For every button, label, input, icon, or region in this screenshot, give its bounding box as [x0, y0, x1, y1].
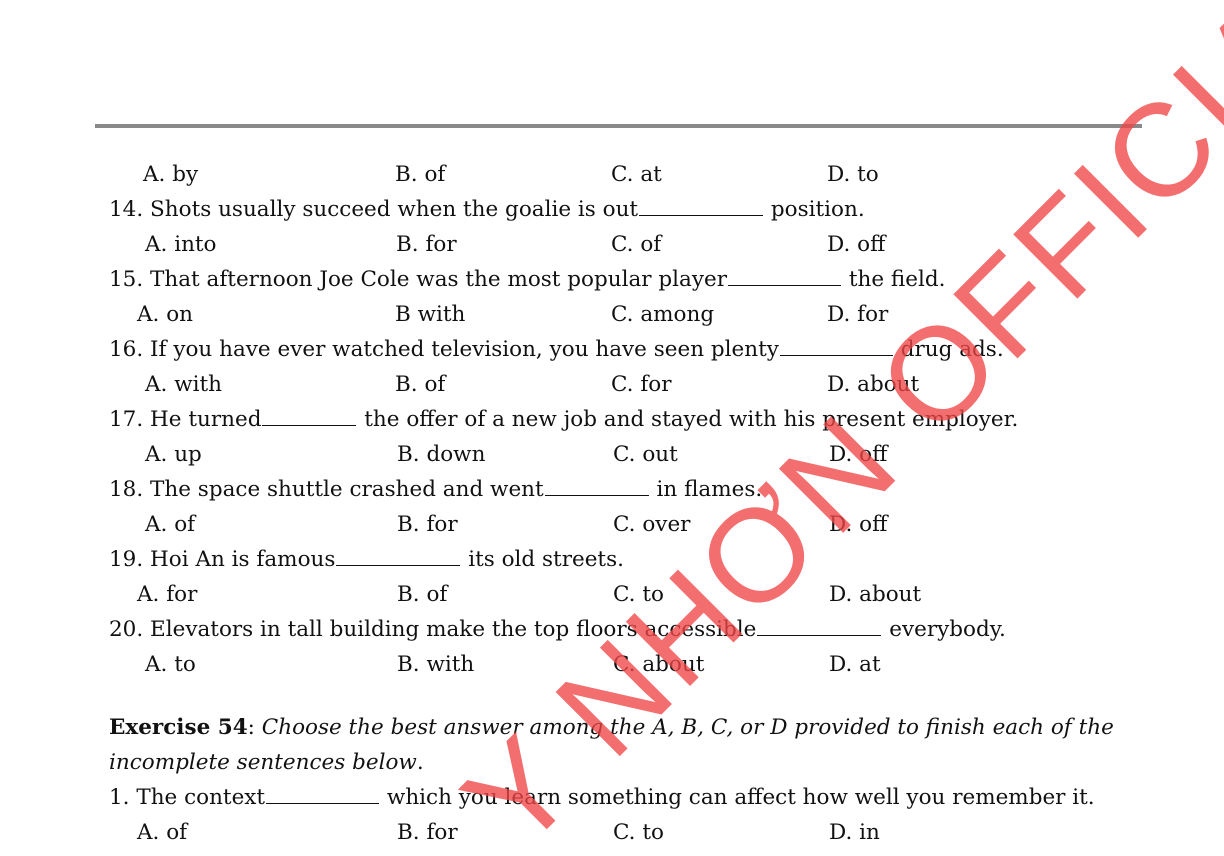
question-text-before-blank: He turned [150, 407, 262, 432]
answer-blank [336, 546, 461, 566]
question-text-before-blank: The context [136, 785, 266, 810]
option-c: C. over [613, 512, 691, 537]
option-d: D. for [827, 302, 889, 327]
answer-blank [639, 196, 764, 216]
option-d: D. off [827, 232, 886, 257]
answer-blank [266, 784, 380, 804]
option-c: C. of [611, 232, 662, 257]
question-text-before-blank: Elevators in tall building make the top … [150, 617, 757, 642]
question-text-after-blank: everybody. [882, 617, 1006, 642]
question-number: 20. [109, 617, 144, 642]
option-c: C. at [611, 162, 662, 187]
option-b: B. of [395, 372, 446, 397]
exercise-heading-line-2: incomplete sentences below. [109, 745, 424, 780]
exercise-instruction-end: . [416, 750, 424, 775]
exercise-instruction: Choose the best answer among the A, B, C… [261, 715, 1114, 740]
question-text-before-blank: That afternoon Joe Cole was the most pop… [150, 267, 728, 292]
option-a: A. up [145, 442, 202, 467]
question-text-after-blank: position. [764, 197, 865, 222]
option-a: A. of [145, 512, 196, 537]
option-d: D. in [829, 820, 880, 845]
question-number: 14. [109, 197, 144, 222]
question-text-before-blank: If you have ever watched television, you… [150, 337, 779, 362]
header-divider [95, 124, 1142, 128]
option-c: C. out [613, 442, 678, 467]
option-a: A. to [145, 652, 196, 677]
option-b: B. of [397, 582, 448, 607]
answer-blank [779, 336, 893, 356]
exercise-instruction-continued: incomplete sentences below [109, 750, 417, 775]
question-15: 15. That afternoon Joe Cole was the most… [109, 262, 945, 297]
option-c: C. to [613, 582, 664, 607]
exercise-heading-line-1: Exercise 54: Choose the best answer amon… [109, 710, 1114, 745]
option-a: A. into [145, 232, 217, 257]
option-d: D. about [829, 582, 922, 607]
option-d: D. off [829, 442, 888, 467]
question-text-after-blank: in flames. [649, 477, 763, 502]
question-14: 14. Shots usually succeed when the goali… [109, 192, 865, 227]
question-text-after-blank: its old streets. [461, 547, 624, 572]
question-text-before-blank: Hoi An is famous [150, 547, 336, 572]
question-16: 16. If you have ever watched television,… [109, 332, 1004, 367]
exercise-question-1: 1. The context which you learn something… [109, 780, 1095, 815]
question-18: 18. The space shuttle crashed and went i… [109, 472, 762, 507]
exercise-title: Exercise 54 [109, 715, 248, 740]
question-text-before-blank: Shots usually succeed when the goalie is… [150, 197, 639, 222]
option-a: A. on [137, 302, 193, 327]
option-b: B. down [397, 442, 486, 467]
option-c: C. to [613, 820, 664, 845]
question-number: 1. [109, 785, 130, 810]
option-b: B. for [396, 232, 457, 257]
option-d: D. about [827, 372, 920, 397]
question-number: 17. [109, 407, 144, 432]
option-a: A. with [145, 372, 222, 397]
option-d: D. off [829, 512, 888, 537]
option-a: A. for [137, 582, 198, 607]
exercise-title-separator: : [247, 715, 255, 740]
answer-blank [544, 476, 649, 496]
question-20: 20. Elevators in tall building make the … [109, 612, 1006, 647]
question-text-after-blank: drug ads. [893, 337, 1004, 362]
answer-blank [728, 266, 842, 286]
question-text-after-blank: which you learn something can affect how… [380, 785, 1095, 810]
option-b: B. with [397, 652, 475, 677]
option-a: A. of [137, 820, 188, 845]
question-number: 16. [109, 337, 144, 362]
question-number: 18. [109, 477, 144, 502]
option-b: B. of [395, 162, 446, 187]
question-number: 19. [109, 547, 144, 572]
question-text-after-blank: the offer of a new job and stayed with h… [357, 407, 1019, 432]
option-d: D. at [829, 652, 881, 677]
option-c: C. about [613, 652, 705, 677]
option-d: D. to [827, 162, 879, 187]
option-c: C. among [611, 302, 715, 327]
option-a: A. by [143, 162, 199, 187]
option-c: C. for [611, 372, 672, 397]
question-text-before-blank: The space shuttle crashed and went [150, 477, 544, 502]
question-19: 19. Hoi An is famous its old streets. [109, 542, 624, 577]
option-b: B with [395, 302, 466, 327]
question-number: 15. [109, 267, 144, 292]
question-text-after-blank: the field. [842, 267, 946, 292]
option-b: B. for [397, 820, 458, 845]
answer-blank [262, 406, 357, 426]
option-b: B. for [397, 512, 458, 537]
answer-blank [757, 616, 882, 636]
question-17: 17. He turned the offer of a new job and… [109, 402, 1018, 437]
